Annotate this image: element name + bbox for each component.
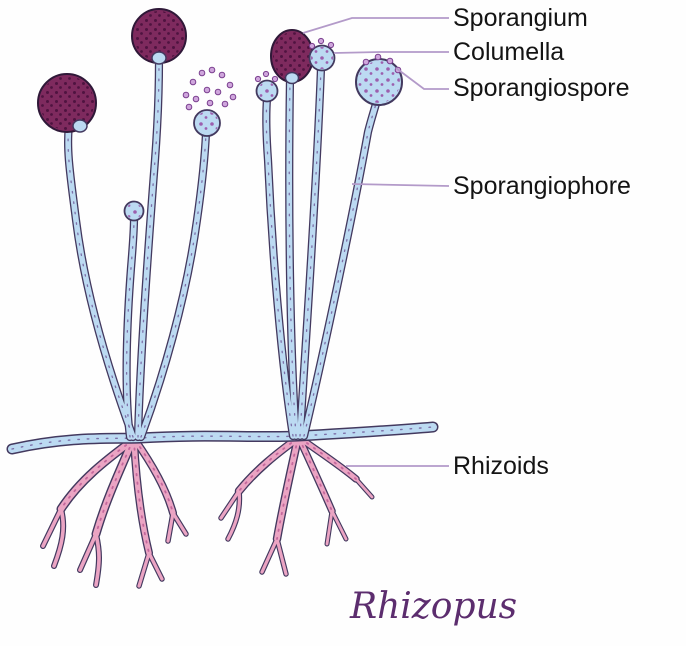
label-sporangiophore: Sporangiophore [453, 172, 631, 200]
label-rhizoids: Rhizoids [453, 452, 549, 480]
rhizoids-right [221, 438, 372, 574]
leader-columella [333, 51, 449, 54]
species-title: Rhizopus [350, 586, 518, 627]
sporangium-head-left [37, 73, 97, 133]
rhizoids-left [43, 440, 186, 586]
young-sporangium-bud [123, 200, 145, 222]
label-sporangiospore: Sporangiospore [453, 74, 630, 102]
sporangium-head-right [270, 29, 314, 85]
label-sporangium: Sporangium [453, 4, 588, 32]
sporangium-head-top [131, 8, 187, 65]
stolon [12, 427, 433, 449]
leader-sporangiophore [351, 183, 450, 187]
leader-sporangiospore [395, 67, 449, 90]
leader-sporangium [302, 17, 449, 34]
sporangiospore-head [355, 58, 403, 106]
leader-lines [302, 17, 450, 467]
spore-scatter [182, 37, 402, 111]
label-columella: Columella [453, 38, 565, 66]
columella-head [308, 44, 336, 72]
burst-sporangium [193, 109, 221, 137]
sporangium-heads [37, 8, 403, 222]
small-sporangium-right [255, 79, 279, 103]
sporangiophore-stalks [68, 60, 377, 437]
